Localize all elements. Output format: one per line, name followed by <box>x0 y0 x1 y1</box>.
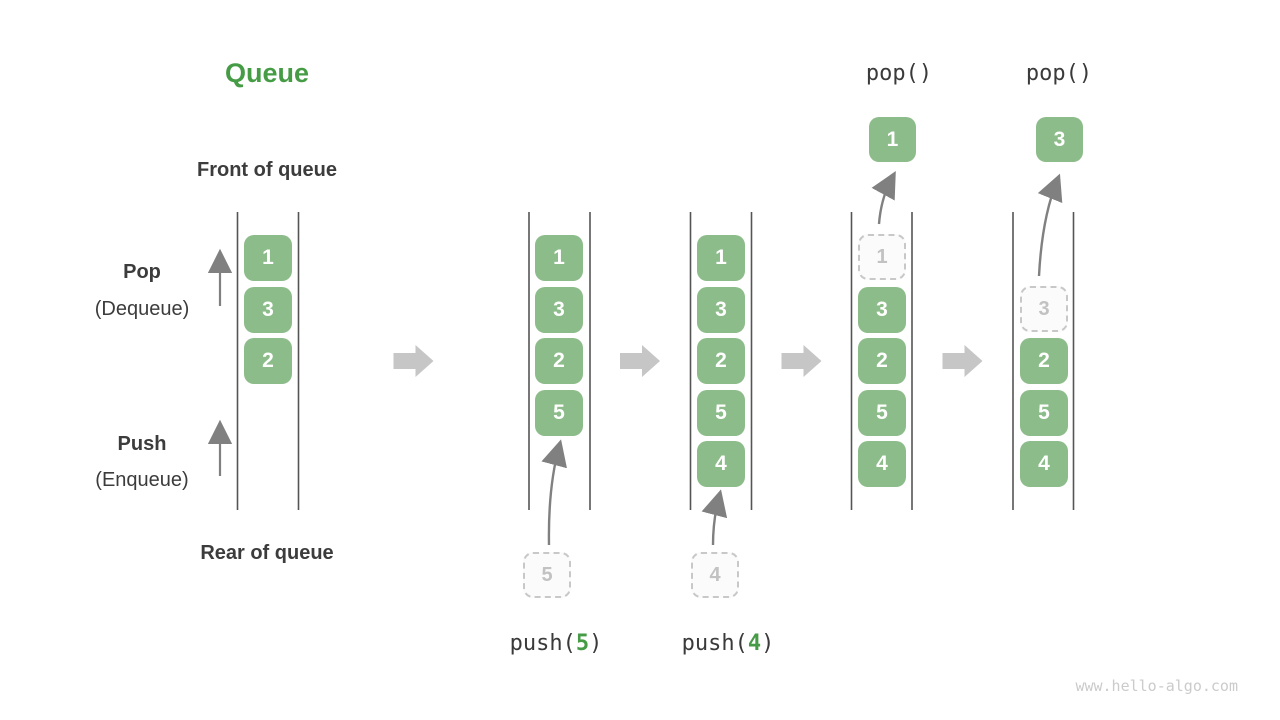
step-arrow-icon <box>781 345 822 377</box>
push-fn-text: push( <box>509 631 576 656</box>
queue4-ghost-cell: 1 <box>858 234 906 280</box>
rear-of-queue-label: Rear of queue <box>200 542 334 564</box>
step-arrow-icon <box>942 345 983 377</box>
flow-arrows <box>541 171 1063 546</box>
queue1-cell: 1 <box>244 235 292 281</box>
dequeue-arrow-3-icon <box>1037 173 1063 277</box>
queue4-cell: 3 <box>858 287 906 333</box>
queue3-cell: 4 <box>697 441 745 487</box>
push-alias-label: (Enqueue) <box>95 469 189 491</box>
queue4-cell: 4 <box>858 441 906 487</box>
queue5-cell: 2 <box>1020 338 1068 384</box>
push-fn-text: push( <box>681 631 748 656</box>
push-arg-text: 5 <box>575 631 590 656</box>
step-arrow-icons <box>393 345 983 377</box>
push-operation-label-1: push(5) <box>476 631 636 656</box>
queue2-incoming-ghost-cell: 5 <box>523 552 571 598</box>
queue1-cell: 2 <box>244 338 292 384</box>
step-arrow-icon <box>620 345 660 377</box>
queue4-popped-cell: 1 <box>869 117 916 162</box>
queue5-cell: 5 <box>1020 390 1068 436</box>
enqueue-arrow-4-icon <box>701 489 728 546</box>
queue3-incoming-ghost-cell: 4 <box>691 552 739 598</box>
step-arrow-icon <box>393 345 434 377</box>
push-close-text: ) <box>589 631 603 656</box>
push-operation-label-2: push(4) <box>648 631 808 656</box>
queue3-cell: 3 <box>697 287 745 333</box>
queue4-cell: 5 <box>858 390 906 436</box>
queue5-ghost-cell: 3 <box>1020 286 1068 332</box>
queue5-cell: 4 <box>1020 441 1068 487</box>
queue3-cell: 2 <box>697 338 745 384</box>
queue2-cell: 3 <box>535 287 583 333</box>
queue3-cell: 5 <box>697 390 745 436</box>
pop-operation-label-1: pop() <box>865 61 933 86</box>
push-arg-text: 4 <box>747 631 762 656</box>
queue2-cell: 2 <box>535 338 583 384</box>
pop-label: Pop <box>123 261 161 283</box>
queue4-cell: 2 <box>858 338 906 384</box>
dequeue-arrow-1-icon <box>871 171 896 225</box>
enqueue-arrow-5-icon <box>541 439 567 546</box>
queue2-cell: 1 <box>535 235 583 281</box>
watermark: www.hello-algo.com <box>1075 677 1238 695</box>
diagram-title: Queue <box>224 58 310 88</box>
front-of-queue-label: Front of queue <box>197 159 337 181</box>
push-close-text: ) <box>761 631 775 656</box>
push-label: Push <box>117 433 167 455</box>
queue3-cell: 1 <box>697 235 745 281</box>
queue-channel-walls <box>236 212 1075 510</box>
queue1-cell: 3 <box>244 287 292 333</box>
queue2-cell: 5 <box>535 390 583 436</box>
pop-alias-label: (Dequeue) <box>94 298 190 320</box>
queue5-popped-cell: 3 <box>1036 117 1083 162</box>
pop-operation-label-2: pop() <box>1025 61 1093 86</box>
